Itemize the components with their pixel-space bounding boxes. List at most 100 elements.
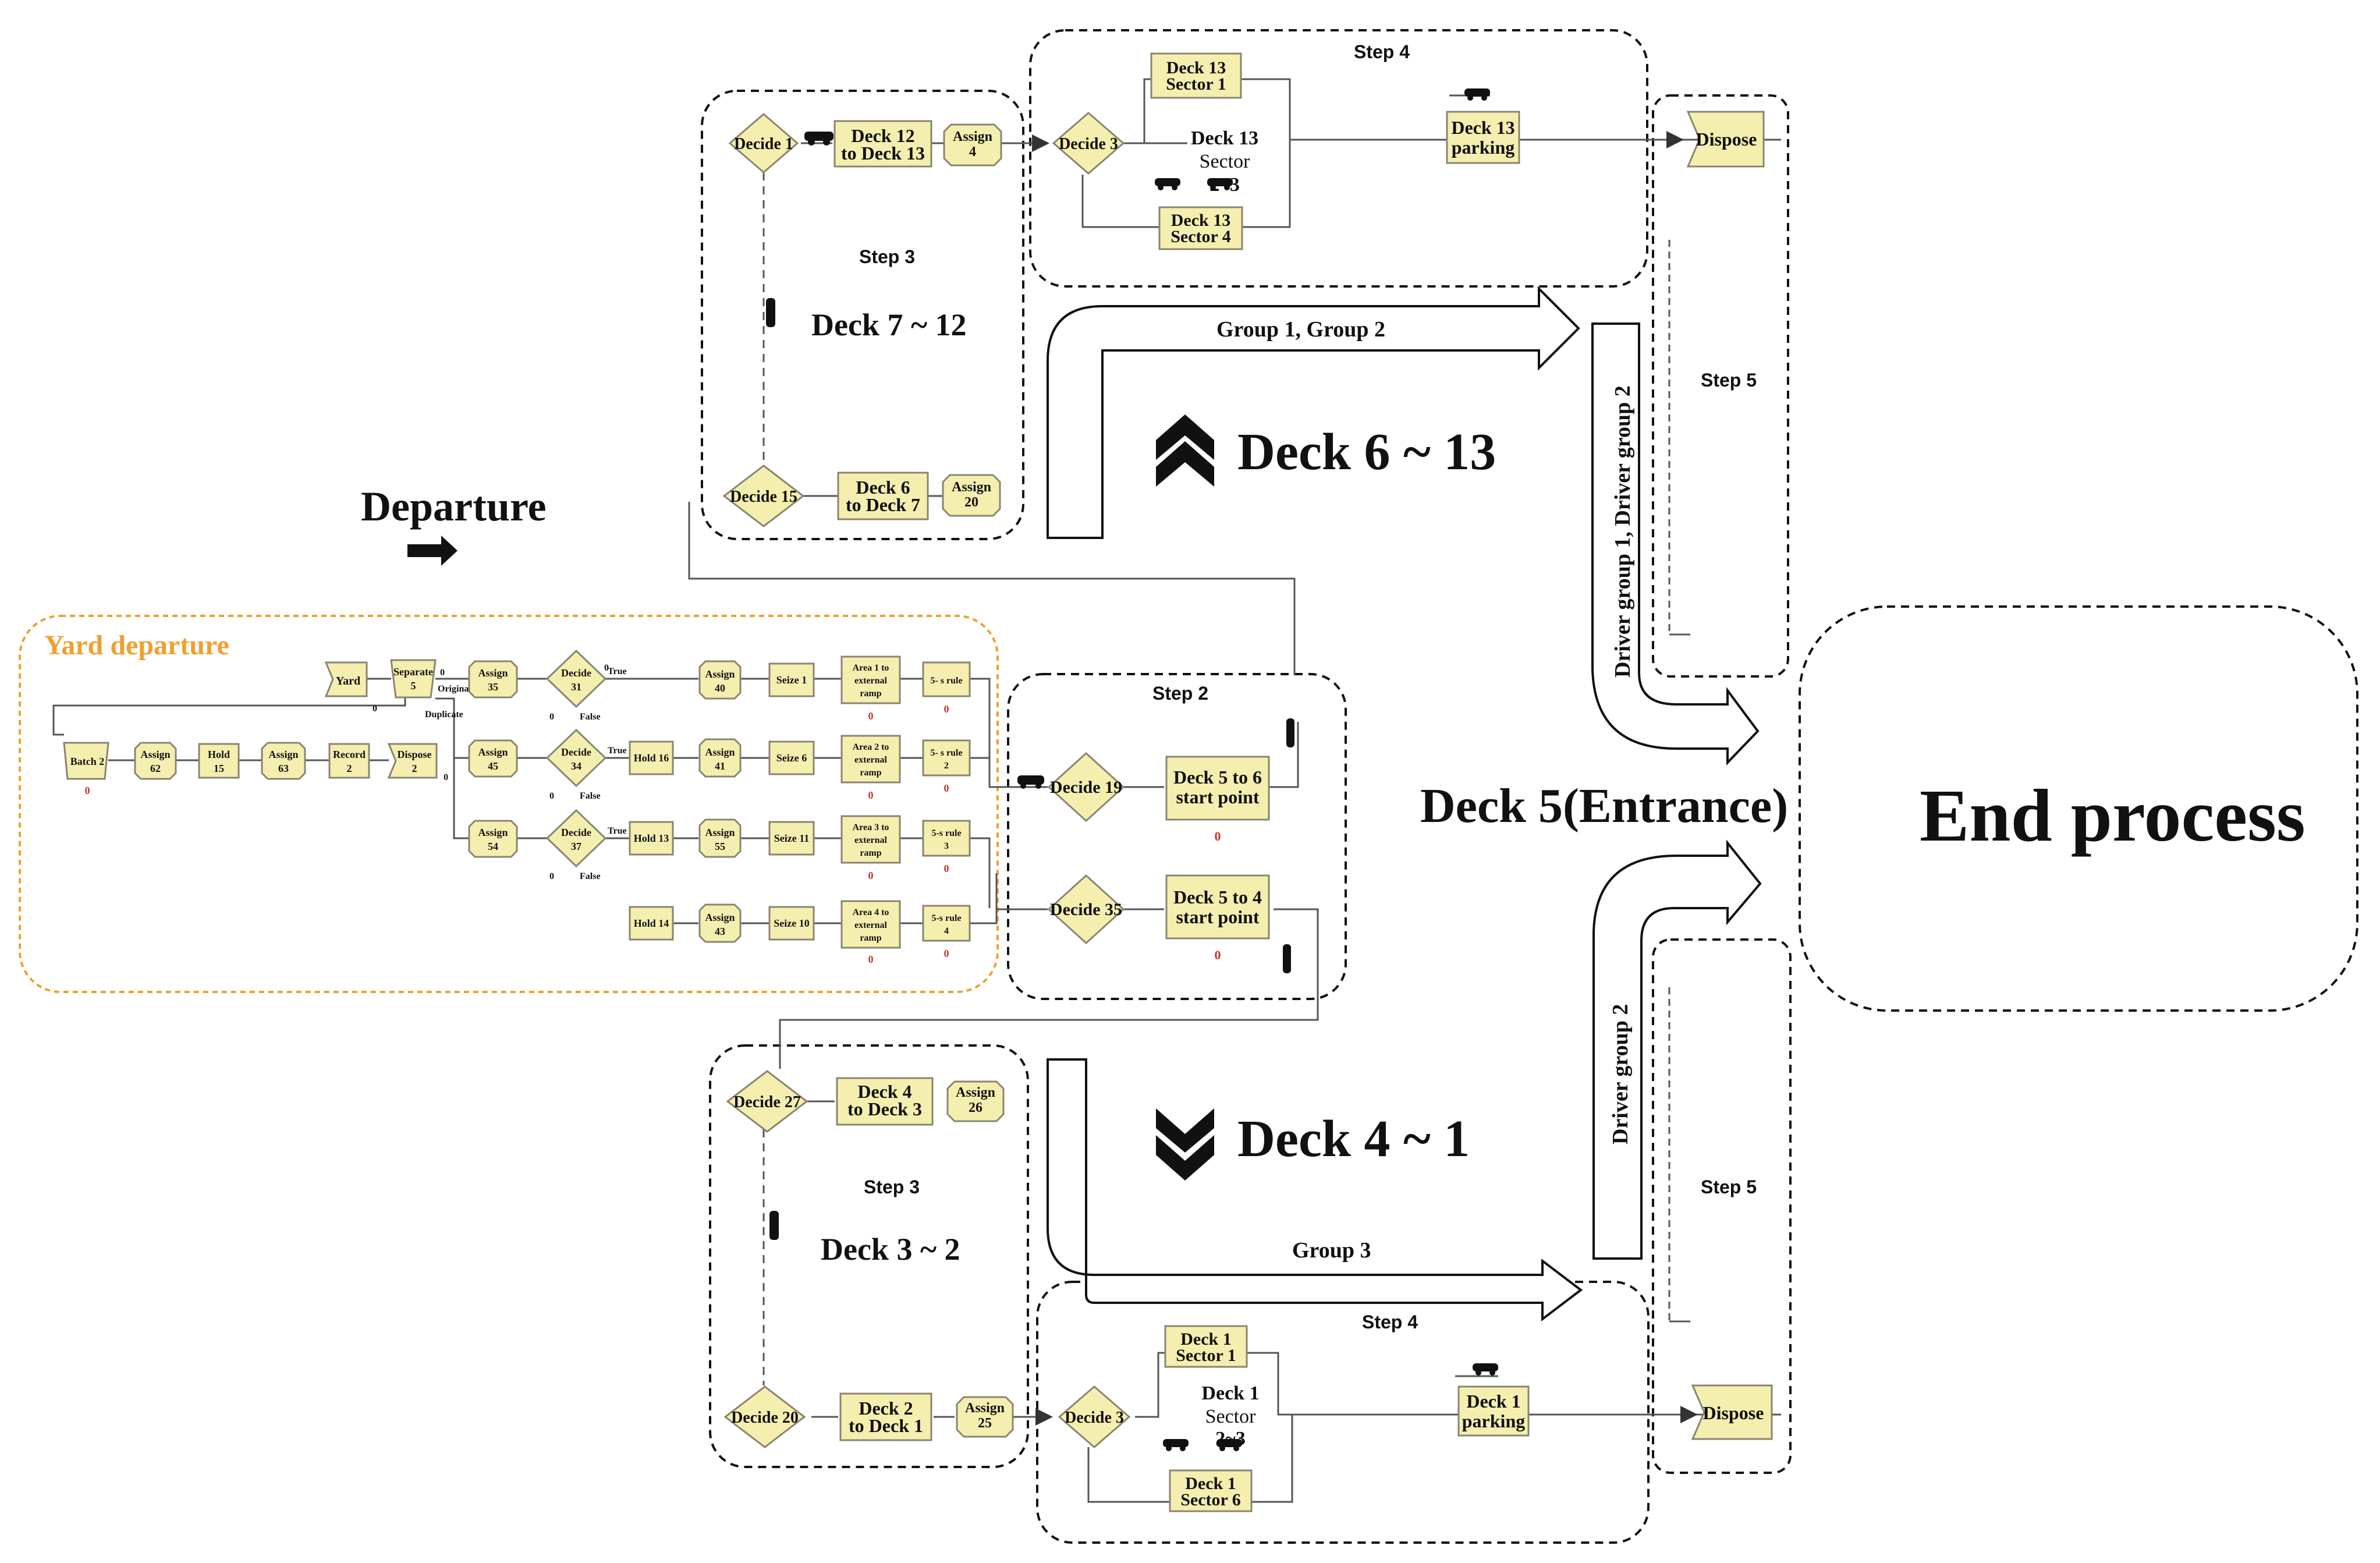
assign-54-node[interactable]: Assign 54 bbox=[468, 820, 518, 858]
decide-3-upper-node[interactable]: Decide 3 bbox=[1052, 112, 1125, 175]
decide-19-node[interactable]: Decide 19 bbox=[1047, 752, 1125, 823]
hold-15-node[interactable]: Hold 15 bbox=[198, 743, 240, 779]
svg-text:5- s rule: 5- s rule bbox=[930, 748, 962, 758]
decide-3-lower-node[interactable]: Decide 3 bbox=[1058, 1385, 1131, 1448]
deck-1-sector-1-node[interactable]: Deck 1 Sector 1 bbox=[1164, 1325, 1248, 1368]
seize-1-node[interactable]: Seize 1 bbox=[768, 662, 815, 697]
deck-5-to-4-start-node[interactable]: Deck 5 to 4 start point bbox=[1165, 874, 1270, 940]
svg-text:Seize 1: Seize 1 bbox=[776, 674, 807, 686]
assign-63-node[interactable]: Assign 63 bbox=[261, 742, 306, 780]
assign-41-node[interactable]: Assign 41 bbox=[698, 738, 742, 778]
svg-text:Decide 27: Decide 27 bbox=[733, 1093, 801, 1111]
decide-35-node[interactable]: Decide 35 bbox=[1047, 874, 1125, 945]
svg-text:external: external bbox=[854, 920, 888, 930]
svg-text:Assign: Assign bbox=[952, 480, 991, 495]
seize-6-node[interactable]: Seize 6 bbox=[768, 740, 815, 775]
up-chevron-icon bbox=[1156, 414, 1214, 487]
rule-2-node[interactable]: 5- s rule 2 bbox=[922, 739, 971, 777]
svg-text:Assign: Assign bbox=[478, 667, 508, 679]
svg-text:to Deck 1: to Deck 1 bbox=[849, 1415, 923, 1436]
step2-title: Step 2 bbox=[1152, 683, 1208, 704]
deck-5-to-6-start-node[interactable]: Deck 5 to 6 start point bbox=[1165, 756, 1270, 821]
decide-1-node[interactable]: Decide 1 bbox=[728, 113, 799, 173]
assign-40-node[interactable]: Assign 40 bbox=[698, 660, 742, 700]
driver-group-2-arrow bbox=[1592, 839, 1762, 1260]
group-3-label: Group 3 bbox=[1292, 1238, 1371, 1263]
deck-1-sector-6-node[interactable]: Deck 1 Sector 6 bbox=[1169, 1469, 1253, 1512]
car-icon bbox=[769, 1211, 779, 1240]
dispose-lower-node[interactable]: Dispose bbox=[1691, 1384, 1773, 1440]
end-process-label: End process bbox=[1920, 774, 2305, 857]
svg-text:Assign: Assign bbox=[965, 1401, 1005, 1416]
false-label: False bbox=[580, 791, 601, 801]
svg-text:Decide: Decide bbox=[561, 667, 591, 679]
svg-text:Seize 6: Seize 6 bbox=[776, 752, 807, 764]
assign-43-node[interactable]: Assign 43 bbox=[698, 903, 742, 943]
decide-34-node[interactable]: Decide 34 bbox=[545, 728, 607, 788]
svg-text:Deck 13: Deck 13 bbox=[1166, 58, 1226, 77]
car-icon bbox=[1473, 1363, 1498, 1376]
assign-35-node[interactable]: Assign 35 bbox=[468, 660, 518, 699]
deck-13-sector-1-node[interactable]: Deck 13 Sector 1 bbox=[1150, 52, 1242, 99]
hold-13-node[interactable]: Hold 13 bbox=[629, 821, 674, 856]
assign-45-node[interactable]: Assign 45 bbox=[468, 739, 518, 778]
step2-container bbox=[1007, 673, 1347, 1000]
deck-4-to-3-node[interactable]: Deck 4 to Deck 3 bbox=[836, 1077, 934, 1126]
svg-text:55: 55 bbox=[715, 841, 725, 852]
assign-4-node[interactable]: Assign 4 bbox=[943, 123, 1002, 166]
svg-text:Assign: Assign bbox=[705, 668, 735, 680]
svg-text:Assign: Assign bbox=[478, 827, 508, 838]
rule-3-node[interactable]: 5-s rule 3 bbox=[922, 820, 971, 857]
car-icon bbox=[1207, 178, 1233, 190]
assign-55-node[interactable]: Assign 55 bbox=[698, 818, 742, 858]
deck-13-parking-node[interactable]: Deck 13 parking bbox=[1446, 111, 1520, 164]
seize-10-node[interactable]: Seize 10 bbox=[768, 906, 815, 941]
seize-11-node[interactable]: Seize 11 bbox=[768, 821, 815, 856]
svg-text:Area 1 to: Area 1 to bbox=[853, 663, 889, 673]
record-2-node[interactable]: Record 2 bbox=[328, 743, 370, 779]
svg-text:3: 3 bbox=[944, 841, 949, 851]
hold-14-node[interactable]: Hold 14 bbox=[629, 906, 674, 941]
step5-lower-title: Step 5 bbox=[1701, 1176, 1757, 1197]
decide-20-node[interactable]: Decide 20 bbox=[723, 1385, 806, 1448]
dispose-2-counter: 0 bbox=[444, 772, 448, 782]
decide-15-node[interactable]: Decide 15 bbox=[722, 465, 805, 527]
svg-text:2: 2 bbox=[944, 761, 949, 771]
area-2-ramp-node[interactable]: Area 2 to external ramp bbox=[840, 735, 901, 784]
svg-text:Decide 3: Decide 3 bbox=[1059, 135, 1118, 153]
svg-text:Batch 2: Batch 2 bbox=[70, 756, 105, 767]
svg-text:45: 45 bbox=[488, 760, 498, 772]
deck-1-sector-2-3-node[interactable]: Deck 1 Sector 2~3 bbox=[1201, 1383, 1259, 1449]
svg-text:Decide 35: Decide 35 bbox=[1050, 900, 1122, 919]
area-3-ramp-node[interactable]: Area 3 to external ramp bbox=[840, 815, 901, 864]
deck-6-to-7-node[interactable]: Deck 6 to Deck 7 bbox=[837, 472, 929, 520]
deck-2-to-1-node[interactable]: Deck 2 to Deck 1 bbox=[839, 1392, 932, 1441]
area-4-ramp-node[interactable]: Area 4 to external ramp bbox=[840, 900, 901, 949]
svg-text:parking: parking bbox=[1462, 1410, 1525, 1431]
separate-5-node[interactable]: Separate 5 bbox=[390, 659, 437, 699]
assign-62-node[interactable]: Assign 62 bbox=[134, 742, 177, 780]
deck-13-sector-4-node[interactable]: Deck 13 Sector 4 bbox=[1158, 206, 1243, 250]
svg-text:Decide 15: Decide 15 bbox=[730, 488, 797, 506]
svg-text:start point: start point bbox=[1176, 786, 1259, 807]
svg-text:to Deck 13: to Deck 13 bbox=[841, 143, 925, 164]
batch-2-node[interactable]: Batch 2 bbox=[63, 742, 109, 780]
rule-1-node[interactable]: 5- s rule bbox=[922, 661, 971, 697]
assign-26-node[interactable]: Assign 26 bbox=[946, 1080, 1005, 1122]
decide-27-node[interactable]: Decide 27 bbox=[726, 1070, 808, 1133]
decide-37-node[interactable]: Decide 37 bbox=[545, 809, 607, 868]
deck-1-parking-node[interactable]: Deck 1 parking bbox=[1457, 1385, 1530, 1437]
svg-text:Assign: Assign bbox=[478, 746, 508, 758]
dispose-upper-node[interactable]: Dispose bbox=[1686, 111, 1765, 168]
yard-node[interactable]: Yard bbox=[324, 661, 368, 697]
dispose-2-node[interactable]: Dispose 2 bbox=[387, 743, 438, 779]
area-1-ramp-node[interactable]: Area 1 to external ramp bbox=[840, 655, 901, 704]
assign-25-node[interactable]: Assign 25 bbox=[956, 1396, 1014, 1438]
svg-text:Area 4 to: Area 4 to bbox=[853, 908, 889, 917]
deck-12-to-13-node[interactable]: Deck 12 to Deck 13 bbox=[833, 120, 932, 168]
decide-31-node[interactable]: Decide 31 bbox=[545, 649, 607, 708]
hold-16-node[interactable]: Hold 16 bbox=[629, 740, 674, 775]
rule-4-node[interactable]: 5-s rule 4 bbox=[922, 905, 971, 942]
assign-20-node[interactable]: Assign 20 bbox=[942, 474, 1001, 517]
driver-group-2-label: Driver group 2 bbox=[1608, 1004, 1633, 1144]
